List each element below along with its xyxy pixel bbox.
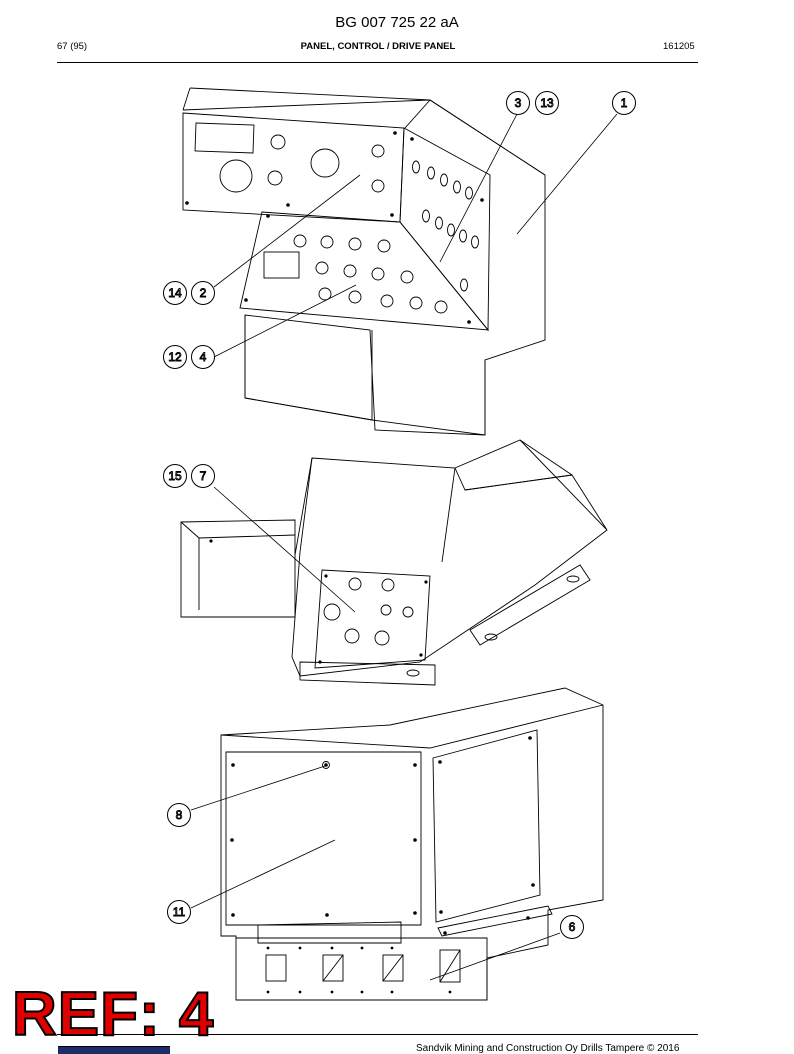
document-date-code: 161205 [663, 41, 695, 52]
cabinet-assembly [190, 687, 604, 1001]
svg-text:12: 12 [168, 350, 182, 364]
callout-11: 11 [167, 900, 191, 924]
document-title: BG 007 725 22 aA [335, 14, 459, 31]
svg-text:4: 4 [200, 350, 207, 364]
callout-1: 1 [612, 91, 636, 115]
svg-text:14: 14 [168, 286, 182, 300]
callout-14: 14 [163, 281, 187, 305]
callout-15: 15 [163, 464, 187, 488]
callout-7: 7 [191, 464, 215, 488]
footer-rule [57, 1034, 698, 1035]
svg-text:2: 2 [200, 286, 207, 300]
control-panel-assembly [182, 87, 618, 436]
sandvik-logo [58, 1046, 170, 1054]
svg-text:7: 7 [200, 469, 207, 483]
footer-copyright: Sandvik Mining and Construction Oy Drill… [416, 1043, 680, 1054]
svg-text:15: 15 [168, 469, 182, 483]
callout-8: 8 [167, 803, 191, 827]
page-number: 67 (95) [57, 41, 88, 52]
svg-text:6: 6 [569, 920, 576, 934]
drive-panel-assembly [180, 439, 608, 686]
section-title: PANEL, CONTROL / DRIVE PANEL [300, 41, 456, 52]
header-rule [57, 62, 698, 63]
callout-4: 4 [191, 345, 215, 369]
callout-3: 3 [506, 91, 530, 115]
reference-stamp: REF: 4 [11, 980, 215, 1049]
svg-text:8: 8 [176, 808, 183, 822]
callout-13: 13 [535, 91, 559, 115]
svg-text:1: 1 [621, 96, 628, 110]
callout-12: 12 [163, 345, 187, 369]
svg-text:3: 3 [515, 96, 522, 110]
callout-2: 2 [191, 281, 215, 305]
svg-text:11: 11 [173, 905, 186, 919]
callout-6: 6 [560, 915, 584, 939]
svg-text:13: 13 [540, 96, 554, 110]
